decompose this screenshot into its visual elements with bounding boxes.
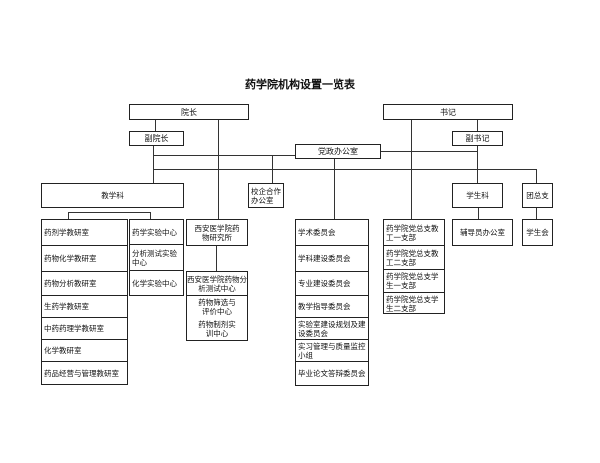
list-item: 化学实验中心 xyxy=(132,278,177,288)
list-item: 学科建设委员会 xyxy=(296,246,368,272)
youth-league-box: 团总支 xyxy=(522,183,553,208)
list-item: 化学教研室 xyxy=(42,340,127,362)
list-item: 分析测试实验中心 xyxy=(130,245,183,271)
chart-title: 药学院机构设置一览表 xyxy=(245,78,355,91)
list-item: 药学院党总支教工一支部 xyxy=(384,220,444,246)
list-item: 药学院党总支教工二支部 xyxy=(384,246,444,270)
enterprise-office-box: 校企合作办公室 xyxy=(248,183,284,208)
list-item: 药物分析教研室 xyxy=(42,272,127,296)
list-item: 药学院党总支学生二支部 xyxy=(386,295,439,313)
lab-centers-list: 药学实验中心 分析测试实验中心 化学实验中心 xyxy=(129,219,184,296)
list-item: 专业建设委员会 xyxy=(296,272,368,296)
counselor-office-box: 辅导员办公室 xyxy=(452,219,513,246)
institute-units-list: 西安医学院药物分析测试中心 药物筛选与评价中心 药物制剂实训中心 xyxy=(186,271,248,341)
party-branches-list: 药学院党总支教工一支部 药学院党总支教工二支部 药学院党总支学生一支部 药学院党… xyxy=(383,219,445,314)
list-item: 药品经营与管理教研室 xyxy=(44,368,119,378)
list-item: 西安医学院药物分析测试中心 xyxy=(187,272,247,296)
teaching-dept-box: 教学科 xyxy=(41,183,184,208)
list-item: 药物化学教研室 xyxy=(42,246,127,272)
party-office-box: 党政办公室 xyxy=(295,144,381,159)
secretary-box: 书记 xyxy=(383,104,513,120)
dean-box: 院长 xyxy=(129,104,249,120)
list-item: 教学指导委员会 xyxy=(296,296,368,318)
list-item: 生药学教研室 xyxy=(42,296,127,318)
list-item: 药学实验中心 xyxy=(130,220,183,245)
vice-dean-box: 副院长 xyxy=(129,131,184,146)
list-item: 实验室建设规划及建设委员会 xyxy=(296,318,368,340)
list-item: 药物筛选与评价中心 xyxy=(198,298,236,316)
list-item: 中药药理学教研室 xyxy=(42,318,127,340)
teaching-sections-list: 药剂学教研室 药物化学教研室 药物分析教研室 生药学教研室 中药药理学教研室 化… xyxy=(41,219,128,385)
student-union-box: 学生会 xyxy=(522,219,553,246)
list-item: 学术委员会 xyxy=(296,220,368,246)
list-item: 药学院党总支学生一支部 xyxy=(384,270,444,293)
list-item: 药物制剂实训中心 xyxy=(198,320,236,338)
student-affairs-box: 学生科 xyxy=(452,183,503,208)
list-item: 实习管理与质量监控小组 xyxy=(296,340,368,362)
vice-secretary-box: 副书记 xyxy=(452,131,503,146)
committees-list: 学术委员会 学科建设委员会 专业建设委员会 教学指导委员会 实验室建设规划及建设… xyxy=(295,219,369,386)
list-item: 药剂学教研室 xyxy=(42,220,127,246)
list-item: 毕业论文答辩委员会 xyxy=(298,369,366,378)
institute-box: 西安医学院药物研究所 xyxy=(186,219,248,246)
